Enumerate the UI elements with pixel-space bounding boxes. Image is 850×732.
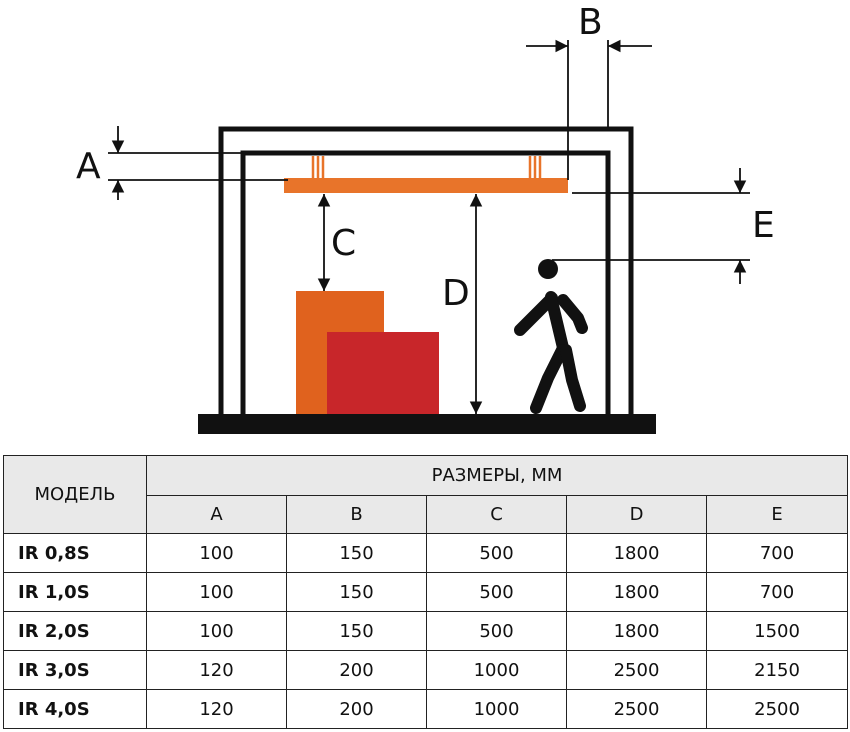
value-cell: 100 [146, 572, 287, 612]
label-b: B [578, 2, 603, 43]
label-d: D [442, 273, 470, 314]
value-cell: 700 [705, 533, 849, 573]
table-row: IR 3,0S 120 200 1000 2500 2150 [3, 650, 849, 690]
column-header-c: C [426, 495, 567, 534]
value-cell: 120 [146, 689, 287, 729]
value-cell: 1800 [566, 611, 707, 651]
column-header-d: D [566, 495, 707, 534]
value-cell: 150 [286, 572, 427, 612]
value-cell: 1800 [566, 533, 707, 573]
model-cell: IR 4,0S [3, 689, 147, 729]
value-cell: 700 [705, 572, 849, 612]
label-a: A [76, 146, 101, 187]
table-row: IR 1,0S 100 150 500 1800 700 [3, 572, 849, 612]
model-cell: IR 3,0S [3, 650, 147, 690]
person-figure [514, 259, 588, 414]
dimensions-table: МОДЕЛЬ РАЗМЕРЫ, ММ A B C D E IR 0,8S 100… [3, 455, 849, 729]
model-cell: IR 2,0S [3, 611, 147, 651]
value-cell: 100 [146, 611, 287, 651]
value-cell: 1500 [705, 611, 849, 651]
heater-panel [284, 178, 568, 193]
value-cell: 2500 [566, 689, 707, 729]
value-cell: 1800 [566, 572, 707, 612]
model-cell: IR 0,8S [3, 533, 147, 573]
table-row: IR 4,0S 120 200 1000 2500 2500 [3, 689, 849, 729]
value-cell: 500 [426, 611, 567, 651]
value-cell: 2500 [566, 650, 707, 690]
column-header-e: E [705, 495, 849, 534]
table-row: IR 2,0S 100 150 500 1800 1500 [3, 611, 849, 651]
value-cell: 2500 [705, 689, 849, 729]
value-cell: 100 [146, 533, 287, 573]
dimension-a [108, 126, 288, 200]
value-cell: 1000 [426, 650, 567, 690]
table-row: IR 0,8S 100 150 500 1800 700 [3, 533, 849, 573]
value-cell: 500 [426, 572, 567, 612]
value-cell: 120 [146, 650, 287, 690]
dimensions-header: РАЗМЕРЫ, ММ [145, 455, 849, 496]
value-cell: 1000 [426, 689, 567, 729]
label-e: E [752, 205, 775, 246]
label-c: C [331, 223, 356, 264]
value-cell: 150 [286, 611, 427, 651]
column-header-b: B [286, 495, 427, 534]
box-front [327, 332, 439, 414]
value-cell: 150 [286, 533, 427, 573]
model-cell: IR 1,0S [3, 572, 147, 612]
value-cell: 200 [286, 689, 427, 729]
floor [198, 414, 656, 434]
heater-brackets [311, 156, 542, 178]
column-header-a: A [146, 495, 287, 534]
value-cell: 500 [426, 533, 567, 573]
inner-frame [240, 150, 611, 414]
installation-diagram: A B C D E [76, 2, 775, 434]
value-cell: 200 [286, 650, 427, 690]
outer-frame [218, 126, 634, 414]
model-header: МОДЕЛЬ [3, 455, 147, 534]
value-cell: 2150 [705, 650, 849, 690]
dimension-b [526, 39, 652, 180]
dimension-e [552, 168, 750, 284]
